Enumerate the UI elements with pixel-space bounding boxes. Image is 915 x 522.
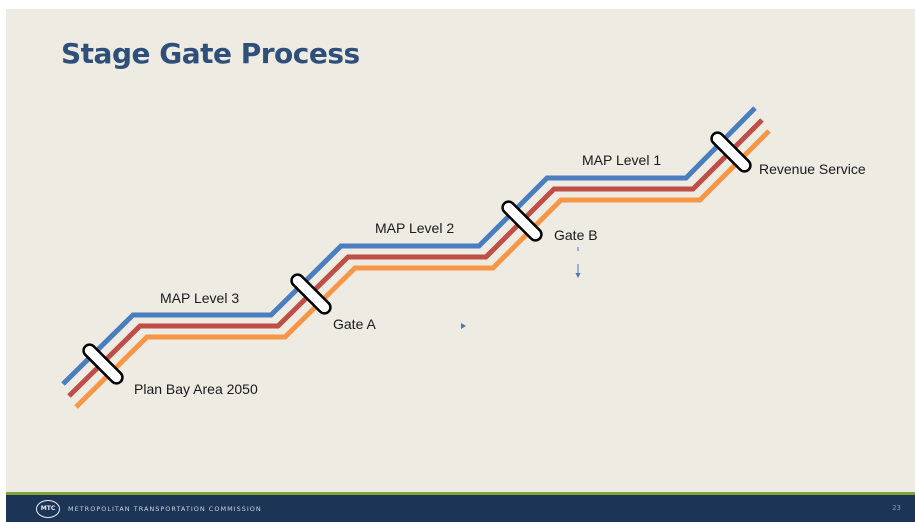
stage-gate-diagram: MAP Level 3 MAP Level 2 MAP Level 1 Plan… xyxy=(61,106,866,409)
slide: Stage Gate Process MAP Level 3 MAP Level… xyxy=(6,9,915,522)
gate-label-plan-bay-area: Plan Bay Area 2050 xyxy=(134,381,258,397)
gate-label-b: Gate B xyxy=(554,227,598,243)
track-red xyxy=(67,118,764,398)
track-blue xyxy=(61,106,757,386)
gate-label-revenue: Revenue Service xyxy=(759,161,866,177)
mtc-logo: MTC xyxy=(36,500,60,518)
right-arrow-icon xyxy=(461,323,466,329)
footer-bar: MTC METROPOLITAN TRANSPORTATION COMMISSI… xyxy=(6,492,915,522)
track-orange xyxy=(74,129,771,409)
down-arrow-icon xyxy=(575,247,581,278)
gate-marker-b xyxy=(501,200,543,242)
slide-title: Stage Gate Process xyxy=(61,37,360,70)
gate-marker-plan-bay-area xyxy=(82,343,124,385)
stage-label-map-level-2: MAP Level 2 xyxy=(375,220,454,236)
stage-label-map-level-3: MAP Level 3 xyxy=(160,290,239,306)
stage-label-map-level-1: MAP Level 1 xyxy=(582,152,661,168)
org-name: METROPOLITAN TRANSPORTATION COMMISSION xyxy=(68,505,262,513)
gate-label-a: Gate A xyxy=(333,316,376,332)
page-number: 23 xyxy=(892,504,901,512)
